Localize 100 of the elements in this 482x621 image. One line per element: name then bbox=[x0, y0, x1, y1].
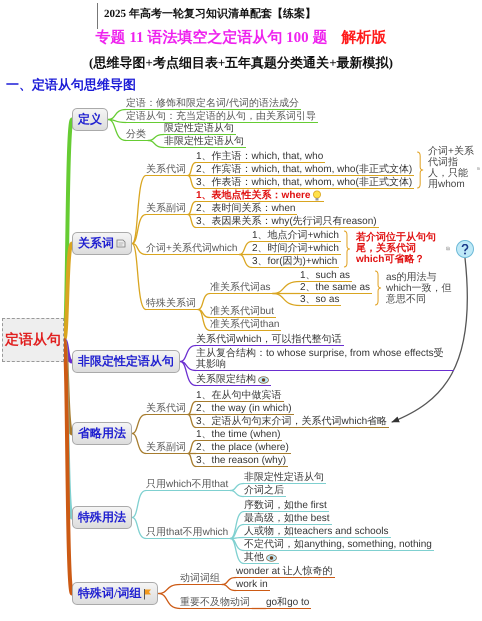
topic-box bbox=[72, 108, 108, 131]
note-text: as的用法与which一致，但意思不同 bbox=[386, 272, 453, 305]
topic-text: 不定代词，如anything, something, nothing bbox=[244, 539, 432, 550]
title: 专题 11 语法填空之定语从句 100 题 bbox=[96, 28, 328, 47]
topic-text: 3、表因果关系：why(先行词只有reason) bbox=[196, 216, 377, 227]
topic-text: 3、for(因为)+which bbox=[252, 256, 338, 267]
topic-text: 准关系代词than bbox=[210, 319, 280, 330]
branch-line bbox=[187, 452, 197, 468]
branch-line bbox=[131, 414, 147, 434]
topic-text: 动词词组 bbox=[180, 573, 220, 584]
branch-line bbox=[187, 200, 197, 216]
branch-line bbox=[238, 240, 253, 256]
section-heading: 一、定语从句思维导图 bbox=[6, 76, 136, 94]
subtitle: (思维导图+考点细目表+五年真题分类通关+最新模拟) bbox=[88, 54, 394, 72]
topic-text: 2、表时间关系：when bbox=[196, 203, 296, 214]
help-icon bbox=[456, 240, 474, 258]
topic-text: 2、作宾语：which, that, whom, who(非正式文体) bbox=[196, 164, 412, 175]
topic-title: 关系词 bbox=[78, 235, 114, 252]
note-text: 介词+关系代词指人，只能用whom bbox=[428, 146, 475, 190]
topic-text: 分类 bbox=[126, 129, 146, 140]
branch-line bbox=[272, 292, 301, 306]
topic-text: 1、the time (when) bbox=[196, 429, 280, 440]
branch-line bbox=[187, 452, 197, 454]
topic-text: 重要不及物动词 bbox=[180, 597, 250, 608]
header-text: 2025 年高考一轮复习知识清单配套【练案】 bbox=[104, 6, 316, 21]
branch-line bbox=[131, 214, 147, 244]
topic-text: work in bbox=[236, 579, 268, 590]
branch-line bbox=[187, 414, 197, 416]
topic-text: 介词之后 bbox=[244, 485, 284, 496]
topic-title: 定义 bbox=[78, 111, 102, 128]
topic-text: 关系副词 bbox=[146, 203, 186, 214]
branch-line bbox=[62, 338, 74, 596]
underlined-topic bbox=[244, 552, 279, 564]
branch-line bbox=[131, 490, 147, 518]
branch-line bbox=[179, 344, 197, 362]
topic-text: 2、时间介词+which bbox=[252, 243, 339, 254]
topic-title: 省略用法 bbox=[78, 425, 126, 442]
branch-line bbox=[179, 360, 197, 372]
topic-text: 只用which不用that bbox=[146, 479, 228, 490]
branch-line bbox=[238, 254, 253, 256]
branch-line bbox=[230, 510, 245, 540]
topic-text: 序数词，如the first bbox=[244, 500, 327, 511]
topic-text: 限定性定语从句 bbox=[164, 123, 234, 134]
topic-box bbox=[72, 422, 132, 445]
branch-line bbox=[107, 118, 127, 124]
topic-text: 特殊关系词 bbox=[146, 298, 196, 309]
branch-line bbox=[187, 162, 197, 176]
underlined-topic bbox=[196, 190, 324, 202]
branch-line bbox=[187, 214, 197, 228]
branch-line bbox=[107, 108, 127, 120]
branch-line bbox=[197, 292, 211, 310]
branch-line bbox=[238, 254, 253, 268]
branch-line bbox=[131, 242, 147, 310]
topic-text: 1、such as bbox=[300, 270, 350, 281]
topic-text: 3、作表语：which, that, whom, who(非正式文体) bbox=[196, 177, 412, 188]
branch-line bbox=[230, 524, 245, 540]
topic-box bbox=[72, 506, 132, 529]
topic-text: 介词+关系代词which bbox=[146, 243, 238, 254]
topic-text: 主从复合结构：to whose surprise, from whose effects受其影响 bbox=[196, 348, 445, 370]
topic-box bbox=[72, 582, 158, 605]
branch-line bbox=[131, 516, 147, 540]
branch-line bbox=[197, 308, 211, 318]
branch-line bbox=[221, 576, 237, 586]
topic-text: 3、定语从句句末介词，关系代词which省略 bbox=[196, 416, 388, 427]
branch-line bbox=[187, 414, 197, 428]
topic-title: 特殊用法 bbox=[78, 509, 126, 526]
branch-line bbox=[187, 440, 197, 454]
branch-line bbox=[107, 118, 127, 142]
branch-line bbox=[131, 432, 147, 454]
topic-text: 2、the same as bbox=[300, 282, 370, 293]
title-tag: 解析版 bbox=[341, 28, 386, 47]
branch-line bbox=[158, 584, 181, 594]
topic-title: 非限定性定语从句 bbox=[78, 353, 174, 370]
topic-title: 特殊词/词组 bbox=[78, 585, 142, 602]
branch-line bbox=[230, 536, 245, 540]
branch-line bbox=[187, 400, 197, 416]
topic-text: 1、表地点性关系：where bbox=[196, 190, 310, 201]
branch-line bbox=[131, 174, 147, 244]
topic-text: 非限定性定语从句 bbox=[164, 136, 244, 147]
branch-line bbox=[187, 174, 197, 190]
branch-line bbox=[230, 490, 245, 498]
topic-title: 定语从句 bbox=[5, 331, 61, 349]
topic-text: 2、the place (where) bbox=[196, 442, 289, 453]
branch-line bbox=[272, 280, 301, 294]
topic-text: 只用that不用which bbox=[146, 527, 228, 538]
topic-text: 最高级，如the best bbox=[244, 513, 330, 524]
branch-line bbox=[62, 242, 74, 342]
topic-text: 1、地点介词+which bbox=[252, 230, 339, 241]
topic-text: 1、作主语：which, that, who bbox=[196, 151, 324, 162]
topic-text: go和go to bbox=[266, 597, 310, 608]
topic-text: 3、the reason (why) bbox=[196, 455, 286, 466]
topic-text: 准关系代词as bbox=[210, 282, 271, 293]
topic-text: 关系代词 bbox=[146, 403, 186, 414]
topic-text: 非限定性定语从句 bbox=[244, 472, 324, 483]
branch-line bbox=[221, 584, 237, 592]
branch-line bbox=[230, 538, 245, 552]
branch-line bbox=[187, 214, 197, 216]
topic-text: 关系副词 bbox=[146, 442, 186, 453]
topic-text: 关系代词 bbox=[146, 164, 186, 175]
branch-line bbox=[147, 140, 165, 148]
